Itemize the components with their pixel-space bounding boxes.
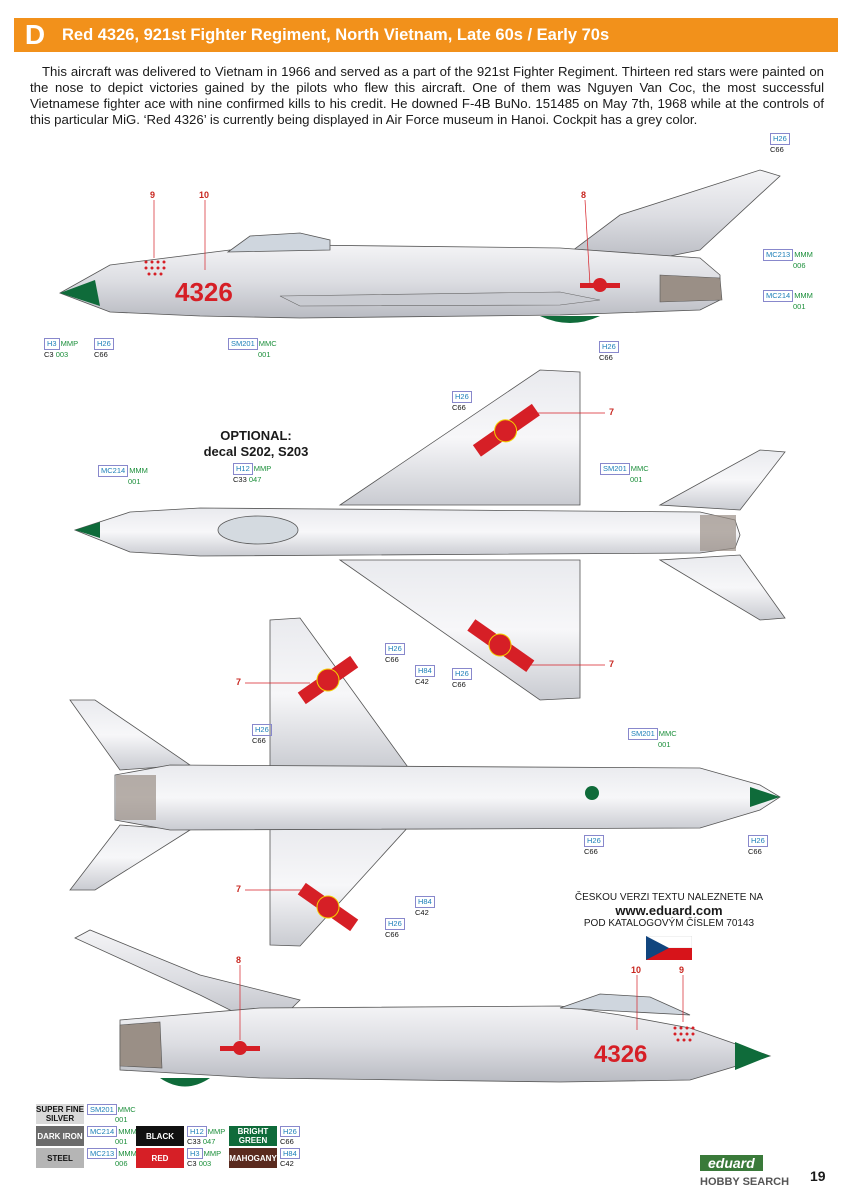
callout-top-wingtip: H26 C66 bbox=[452, 391, 473, 413]
marker-7: 7 bbox=[609, 659, 615, 669]
section-header: D Red 4326, 921st Fighter Regiment, Nort… bbox=[14, 18, 838, 52]
legend-swatch-mahogany: MAHOGANY bbox=[229, 1148, 277, 1168]
top-view bbox=[73, 369, 786, 701]
legend-swatch-black: BLACK bbox=[136, 1126, 184, 1146]
legend-codes-bright-green: H26 C66 bbox=[280, 1126, 301, 1146]
callout-tail: H26 C66 bbox=[770, 133, 791, 155]
marker-8: 8 bbox=[581, 190, 587, 200]
side-view-right: 4326 bbox=[74, 929, 772, 1087]
callout-bot-h26-b: H26 C66 bbox=[252, 724, 273, 746]
scheme-letter: D bbox=[24, 19, 46, 50]
legend-swatch-dark-iron: DARK IRON bbox=[36, 1126, 84, 1146]
legend-swatch-red: RED bbox=[136, 1148, 184, 1168]
marker-8: 8 bbox=[236, 955, 242, 965]
czech-flag-icon bbox=[646, 936, 692, 960]
callout-belly: H26 C66 bbox=[599, 341, 620, 363]
callout-bot-h26-e: H26 C66 bbox=[385, 918, 406, 940]
callout-nose-green: H26 C66 bbox=[94, 338, 115, 360]
watermark: HOBBY SEARCH bbox=[700, 1176, 790, 1188]
legend-swatch-super-fine-silver: SUPER FINE SILVER bbox=[36, 1104, 85, 1124]
marker-7: 7 bbox=[236, 884, 242, 894]
callout-bot-h84-b: H84 C42 bbox=[415, 896, 436, 918]
czech-note: ČESKOU VERZI TEXTU NALEZNETE NA www.edua… bbox=[548, 891, 790, 960]
callout-top-wingtip-lower: H26 C66 bbox=[452, 668, 473, 690]
side2-code: 4326 bbox=[594, 1041, 647, 1068]
marker-9: 9 bbox=[150, 190, 156, 200]
scheme-description: This aircraft was delivered to Vietnam i… bbox=[30, 64, 824, 127]
side1-code: 4326 bbox=[175, 277, 233, 307]
page-number: 19 bbox=[810, 1168, 826, 1184]
legend-swatch-steel: STEEL bbox=[36, 1148, 84, 1168]
eduard-url[interactable]: www.eduard.com bbox=[615, 903, 723, 918]
legend-swatch-bright-green: BRIGHT GREEN bbox=[229, 1126, 277, 1146]
callout-bot-h84-a: H84 C42 bbox=[415, 665, 436, 687]
marker-9: 9 bbox=[679, 965, 685, 975]
marker-10: 10 bbox=[199, 190, 210, 200]
bottom-view bbox=[69, 617, 781, 947]
scheme-title: Red 4326, 921st Fighter Regiment, North … bbox=[62, 26, 610, 44]
optional-note: OPTIONAL: decal S202, S203 bbox=[203, 428, 309, 459]
callout-bot-h26-d: H26 C66 bbox=[748, 835, 769, 857]
marker-7: 7 bbox=[609, 407, 615, 417]
side-view-left: 4326 bbox=[59, 169, 781, 323]
callout-bot-h26-c: H26 C66 bbox=[584, 835, 605, 857]
marker-10: 10 bbox=[631, 965, 642, 975]
callout-bot-h26-a: H26 C66 bbox=[385, 643, 406, 665]
eduard-logo: eduard bbox=[700, 1155, 763, 1171]
legend-codes-mahogany: H84 C42 bbox=[280, 1148, 301, 1168]
marker-7: 7 bbox=[236, 677, 242, 687]
